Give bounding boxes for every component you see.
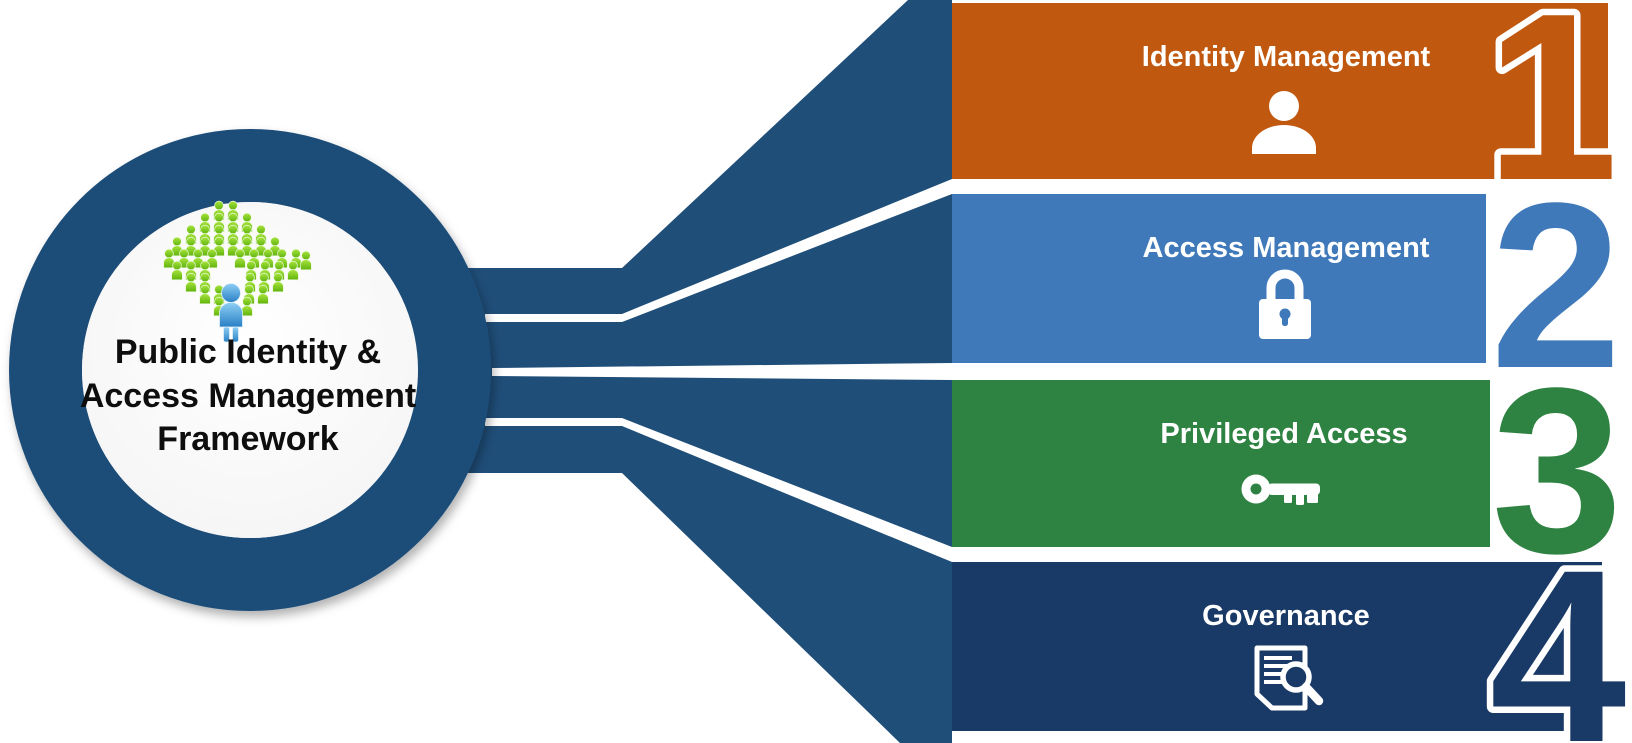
branch-label: Governance bbox=[1202, 600, 1370, 632]
hub-title-line-2: Access Management bbox=[80, 377, 416, 415]
branch-label: Access Management bbox=[1143, 232, 1430, 264]
padlock-icon bbox=[1259, 269, 1311, 339]
branch-label: Privileged Access bbox=[1160, 418, 1407, 450]
branch-bar bbox=[952, 194, 1486, 363]
branch-governance: Governance 4 bbox=[952, 513, 1632, 743]
branch-number: 4 bbox=[1490, 519, 1627, 743]
key-icon bbox=[1241, 474, 1320, 505]
branch-label: Identity Management bbox=[1142, 41, 1431, 73]
branch-privileged-access: Privileged Access 3 bbox=[952, 333, 1629, 610]
document-search-icon bbox=[1254, 645, 1324, 711]
branch-number: 2 bbox=[1490, 154, 1621, 418]
branch-identity-management: Identity Management 1 bbox=[952, 0, 1625, 237]
hub-title-line-3: Framework bbox=[157, 420, 338, 458]
hub-circle bbox=[82, 202, 418, 538]
leader-person-icon bbox=[219, 283, 243, 343]
branch-number: 1 bbox=[1486, 0, 1618, 230]
branch-access-management: Access Management 2 bbox=[952, 148, 1628, 425]
fan-separator-2 bbox=[492, 363, 952, 380]
hub-title-line-1: Public Identity & bbox=[115, 333, 381, 371]
branch-bar bbox=[952, 380, 1490, 547]
person-icon bbox=[1252, 91, 1316, 154]
hub-ring bbox=[9, 129, 491, 611]
